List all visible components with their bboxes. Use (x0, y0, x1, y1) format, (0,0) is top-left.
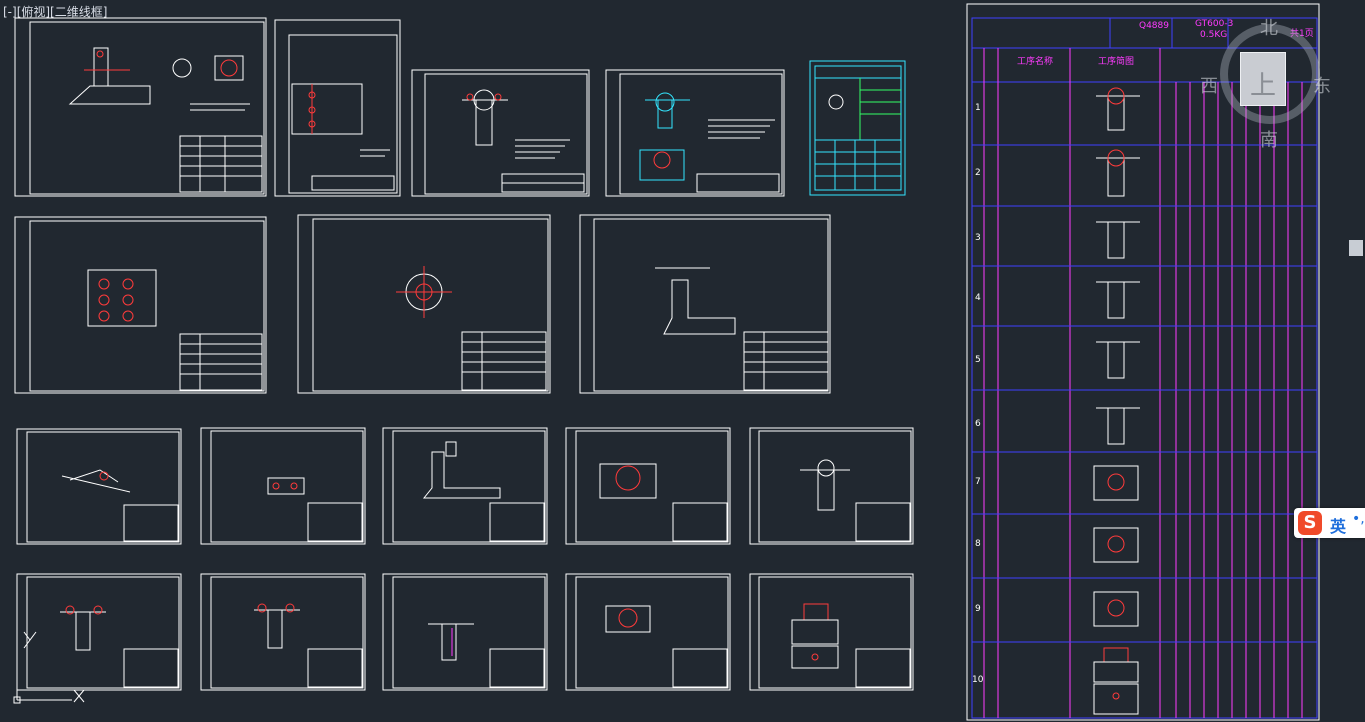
sogou-logo-icon[interactable]: S (1298, 511, 1322, 535)
viewport-controls-label[interactable]: [-][俯视][二维线框] (3, 5, 108, 19)
viewcube-top-label: 上 (1249, 71, 1276, 101)
card-weight: 0.5KG (1200, 30, 1227, 40)
drawing-sheet-11[interactable] (382, 427, 548, 545)
drawing-sheet-18[interactable] (749, 573, 914, 691)
row-no: 10 (972, 675, 984, 685)
card-code: Q4889 (1139, 21, 1169, 31)
drawing-sheet-7[interactable] (297, 214, 551, 394)
row-no: 8 (975, 539, 981, 549)
ucs-icon (13, 631, 85, 704)
viewcube-east[interactable]: 东 (1313, 76, 1331, 97)
row-no: 9 (975, 604, 981, 614)
drawing-sheet-4[interactable] (605, 69, 785, 197)
ime-language-toggle[interactable]: 英 (1330, 517, 1347, 536)
row-no: 3 (975, 233, 981, 243)
row-no: 4 (975, 293, 981, 303)
viewcube-north[interactable]: 北 (1260, 18, 1278, 39)
drawing-sheet-8[interactable] (579, 214, 831, 394)
row-no: 5 (975, 355, 981, 365)
col-step-sketch: 工序简图 (1098, 55, 1134, 67)
col-step-name: 工序名称 (1017, 55, 1053, 67)
drawing-sheet-14[interactable] (16, 573, 182, 691)
ime-punctuation-toggle[interactable]: •, (1352, 511, 1365, 527)
viewcube-south[interactable]: 南 (1260, 130, 1278, 151)
card-spec: GT600-3 (1195, 19, 1233, 29)
row-no: 2 (975, 168, 981, 178)
row-no: 1 (975, 103, 981, 113)
drawing-sheet-10[interactable] (200, 427, 366, 545)
process-card-sheet[interactable] (966, 3, 1320, 721)
process-row-numbers: 1 2 3 4 5 6 7 8 9 10 (972, 103, 984, 685)
row-no: 6 (975, 419, 981, 429)
card-sheet: 共1页 (1290, 28, 1314, 39)
drawing-sheet-13[interactable] (749, 427, 914, 545)
drawing-sheet-5-card[interactable] (809, 60, 906, 196)
drawing-sheet-17[interactable] (565, 573, 731, 691)
drawing-sheet-9[interactable] (16, 428, 182, 545)
drawing-sheet-12[interactable] (565, 427, 731, 545)
viewcube-face-top[interactable]: 上 (1240, 52, 1286, 106)
viewcube-ring[interactable] (1220, 24, 1320, 124)
viewcube-west[interactable]: 西 (1200, 76, 1218, 97)
viewcube-navigator[interactable]: 北 南 东 西 上 (1200, 10, 1331, 151)
vertical-scrollbar-thumb[interactable] (1349, 240, 1363, 256)
drawing-sheet-1[interactable] (14, 17, 267, 197)
process-header: 工序名称 工序简图 Q4889 GT600-3 0.5KG 共1页 (1017, 19, 1314, 67)
drawing-sheet-2[interactable] (274, 19, 401, 197)
drawing-sheet-16[interactable] (382, 573, 548, 691)
drawing-sheet-3[interactable] (411, 69, 590, 197)
ime-toolbar[interactable]: S 英 •, (1294, 508, 1365, 538)
drawing-sheet-15[interactable] (200, 573, 366, 691)
row-no: 7 (975, 477, 981, 487)
drawing-sheet-6[interactable] (14, 216, 267, 394)
